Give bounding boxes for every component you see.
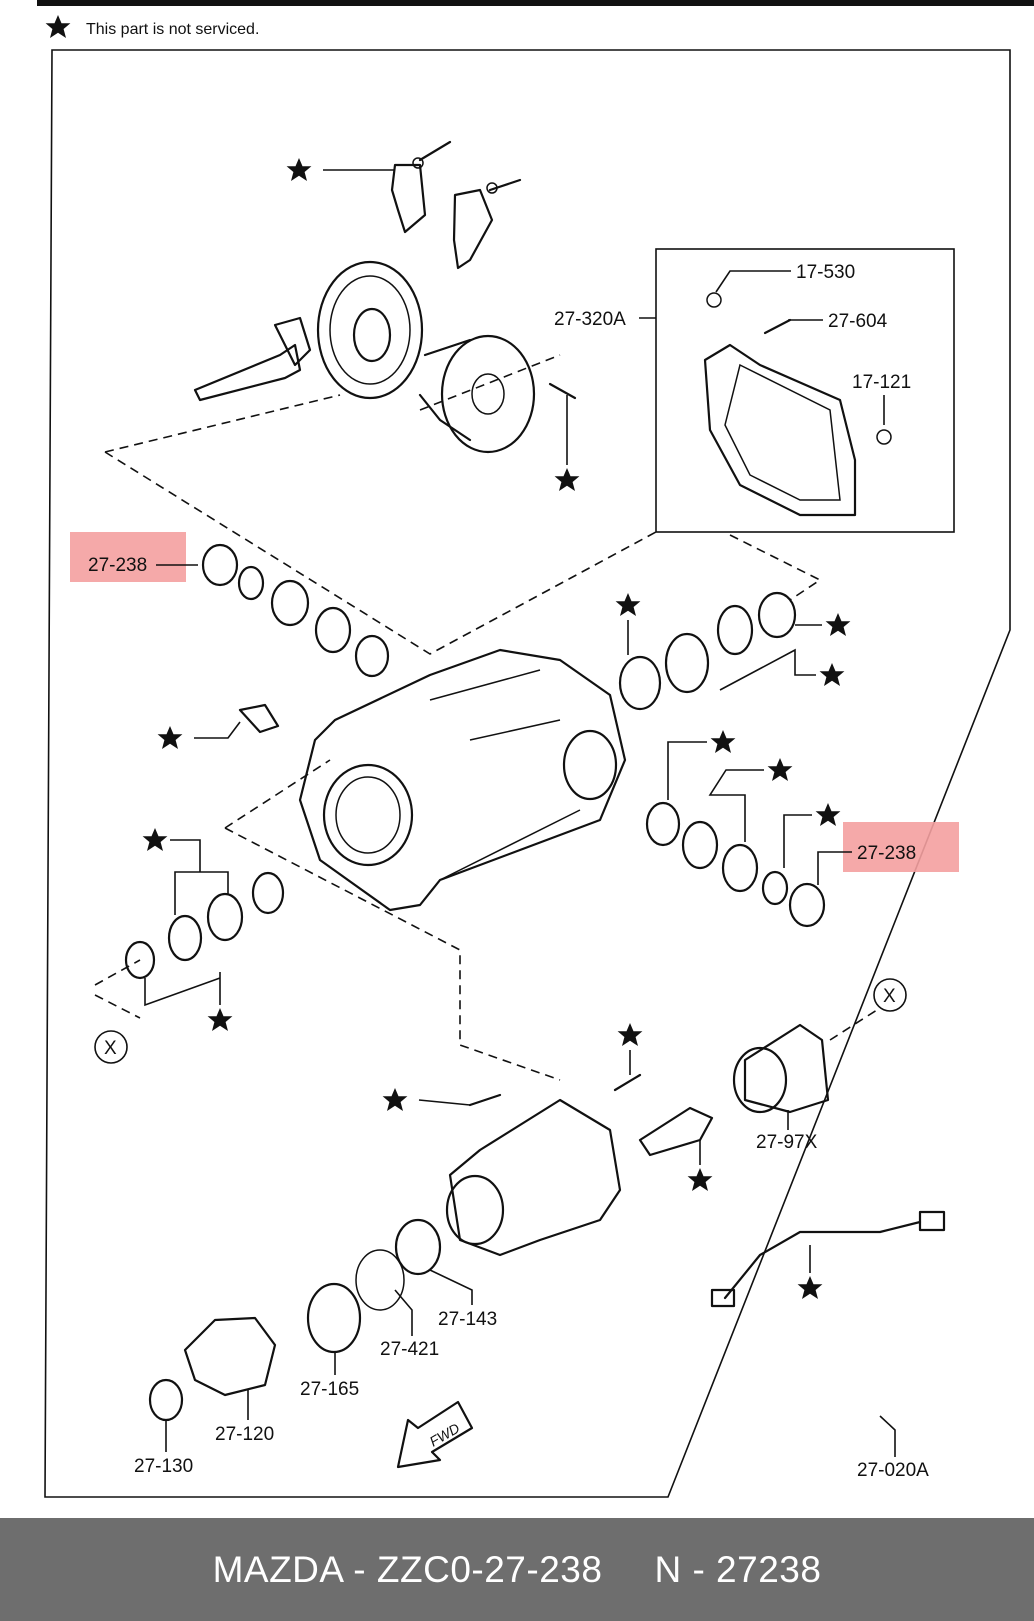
bearing-caps xyxy=(390,140,522,270)
rear-cover xyxy=(703,292,892,517)
label-17-530: 17-530 xyxy=(796,262,855,283)
diagram-frame xyxy=(44,49,1011,1498)
dash-1 xyxy=(104,394,341,453)
legend-note: This part is not serviced. xyxy=(86,21,259,38)
dash-4 xyxy=(419,354,561,411)
vent-plug xyxy=(238,703,280,734)
x-circle-left xyxy=(94,1030,128,1064)
drive-pinion xyxy=(193,316,312,402)
left-rings xyxy=(201,543,390,678)
harness-connector-right xyxy=(918,1210,946,1232)
label-27-238-right: 27-238 xyxy=(857,843,916,864)
label-27-120: 27-120 xyxy=(215,1424,274,1445)
fwd-arrow-icon: FWD xyxy=(396,1400,474,1469)
label-27-421: 27-421 xyxy=(380,1339,439,1360)
exploded-view: This part is not serviced. xyxy=(37,0,1034,1498)
label-27-320A: 27-320A xyxy=(554,309,626,330)
cover-inset-box xyxy=(655,248,955,533)
footer-bar: MAZDA - ZZC0-27-238 N - 27238 xyxy=(0,1518,1034,1621)
label-27-143: 27-143 xyxy=(438,1309,497,1330)
dash-6 xyxy=(224,827,561,1081)
label-27-238-left: 27-238 xyxy=(88,555,147,576)
left-bearings xyxy=(124,871,285,980)
star-markers xyxy=(142,158,851,1299)
dash-2 xyxy=(104,451,657,655)
label-27-97X: 27-97X xyxy=(756,1132,818,1153)
dash-7 xyxy=(94,959,141,986)
label-27-604: 27-604 xyxy=(828,311,888,332)
not-serviced-star-icon xyxy=(45,15,71,38)
x-circle-right xyxy=(873,978,907,1012)
diff-bolt xyxy=(548,382,577,400)
highlight-27-238-left xyxy=(70,532,186,582)
label-27-130: 27-130 xyxy=(134,1456,193,1477)
differential-housing xyxy=(298,648,627,912)
x-mark-left: X xyxy=(104,1038,117,1059)
x-mark-right: X xyxy=(883,986,896,1007)
label-27-165: 27-165 xyxy=(300,1379,359,1400)
coupling-unit xyxy=(638,1023,830,1157)
extension-housing xyxy=(445,1073,642,1257)
lower-seals xyxy=(306,1218,442,1354)
dash-9 xyxy=(829,1007,881,1041)
highlight-27-238-right xyxy=(843,822,959,872)
sensor-harness xyxy=(723,1220,922,1300)
footer-ref: N - 27238 xyxy=(654,1548,822,1590)
dash-8 xyxy=(94,994,141,1019)
differential-case xyxy=(418,334,536,454)
top-rule xyxy=(37,0,1034,6)
ring-gear xyxy=(316,260,424,400)
dash-3 xyxy=(729,534,822,601)
dash-5 xyxy=(224,759,331,829)
right-rings-upper xyxy=(618,591,797,711)
companion-flange xyxy=(148,1316,277,1422)
footer-part-number: MAZDA - ZZC0-27-238 xyxy=(212,1548,603,1590)
part-labels: 17-530 27-320A 27-604 17-121 27-238 27-2… xyxy=(88,262,929,1481)
right-rings-lower xyxy=(645,801,826,928)
label-17-121: 17-121 xyxy=(852,372,911,393)
harness-connector-left xyxy=(710,1288,736,1308)
label-27-020A: 27-020A xyxy=(857,1460,929,1481)
